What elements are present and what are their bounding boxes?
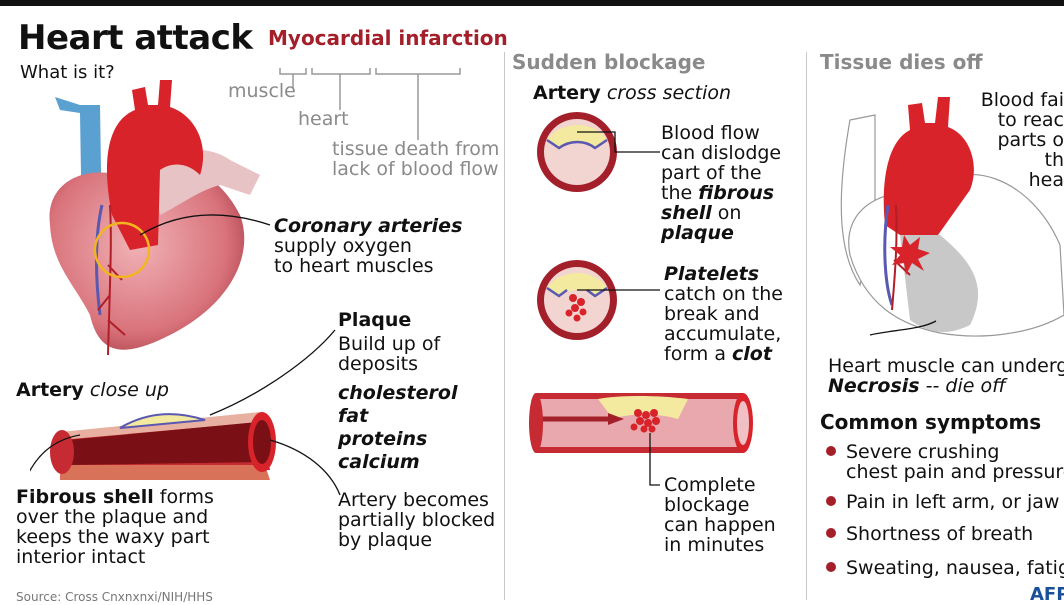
term-title: Myocardial infarction: [268, 26, 508, 50]
top-bar: [0, 0, 1064, 6]
fibrous-shell-title: Fibrous shell: [16, 486, 154, 508]
symptoms-title: Common symptoms: [820, 410, 1042, 434]
column-separator-2: [806, 52, 807, 600]
column-separator-1: [504, 52, 505, 600]
term-part-lack: lack of blood flow: [332, 158, 499, 180]
heart-illustration: [49, 80, 271, 356]
plaque-desc-2: deposits: [338, 353, 418, 375]
term-part-heart: heart: [298, 108, 349, 130]
cross-section-label: Artery cross section: [533, 82, 732, 104]
plaque-item-proteins: proteins: [338, 428, 428, 450]
term-brackets: [279, 68, 461, 140]
cross-section-1: [537, 112, 660, 192]
plaque-callout: Plaque Build up of deposits cholesterol …: [338, 310, 457, 474]
coronary-title: Coronary arteries: [274, 215, 463, 237]
afp-logo: AFP: [1030, 584, 1064, 605]
plaque-item-cholesterol: cholesterol: [338, 382, 458, 404]
blocked-artery-illustration: [529, 393, 753, 486]
sudden-blockage-heading: Sudden blockage: [512, 50, 706, 74]
coronary-line-3: to heart muscles: [274, 255, 434, 277]
blood-flow-callout: Blood flow can dislodge part of the the …: [661, 122, 782, 244]
cross-section-2: [537, 260, 660, 340]
platelets-callout: Platelets catch on the break and accumul…: [664, 263, 783, 365]
complete-blockage-callout: Complete blockage can happen in minutes: [664, 474, 776, 556]
page-title: Heart attack: [18, 18, 253, 58]
coronary-line-2: supply oxygen: [274, 235, 412, 257]
artery-closeup-illustration: [30, 329, 341, 496]
artery-closeup-label: Artery close up: [16, 379, 169, 401]
necrosis-callout: Heart muscle can underg Necrosis -- die …: [828, 356, 1064, 396]
plaque-item-calcium: calcium: [338, 451, 420, 473]
symptom-item: Shortness of breath: [826, 524, 1064, 544]
artery-blocked-callout: Artery becomes partially blocked by plaq…: [338, 489, 496, 551]
symptom-item: Sweating, nausea, fatig: [826, 558, 1064, 578]
term-part-muscle: muscle: [228, 80, 296, 102]
fibrous-shell-callout: Fibrous shell forms over the plaque and …: [16, 486, 214, 568]
plaque-item-fat: fat: [338, 405, 369, 427]
plaque-desc-1: Build up of: [338, 333, 441, 355]
term-part-tissue: tissue death from: [332, 138, 500, 160]
tissue-dies-heading: Tissue dies off: [820, 50, 983, 74]
symptom-list: Severe crushing chest pain and pressure …: [826, 442, 1064, 578]
blood-fail-callout: Blood fai to reac parts o th hea: [980, 89, 1064, 191]
heart-outline-illustration: [840, 97, 1064, 337]
symptom-item: Pain in left arm, or jaw: [826, 492, 1064, 512]
page-subtitle: What is it?: [20, 62, 115, 83]
coronary-callout: Coronary arteries supply oxygen to heart…: [274, 216, 462, 276]
plaque-title: Plaque: [338, 309, 412, 331]
source-credit: Source: Cross Cnxnxnxi/NIH/HHS: [16, 590, 213, 604]
symptom-item: Severe crushing: [826, 442, 1064, 462]
